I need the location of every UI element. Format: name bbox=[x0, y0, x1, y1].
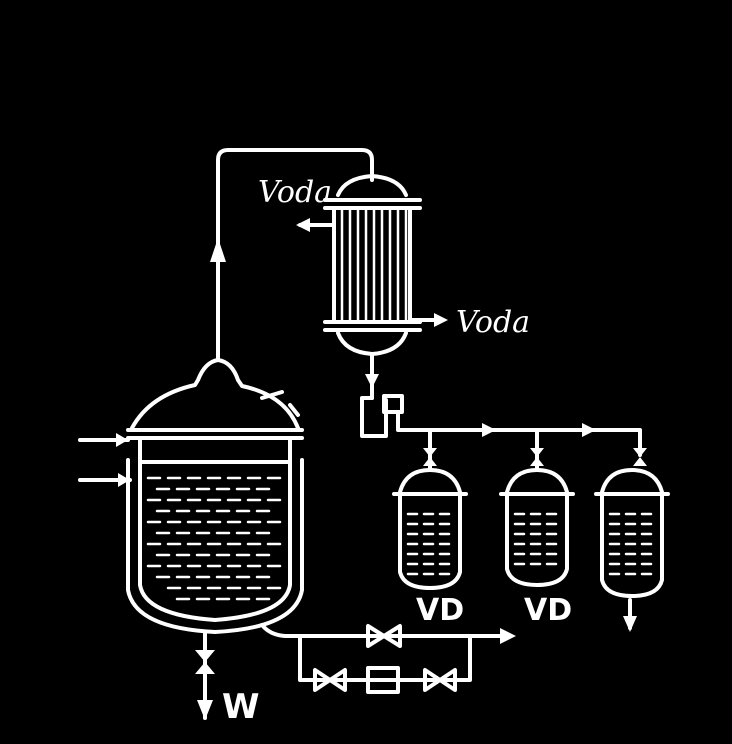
condenser-tubes bbox=[340, 206, 408, 324]
receiver-2 bbox=[499, 468, 575, 587]
receiver-head bbox=[398, 468, 462, 494]
main-valve-left-icon bbox=[366, 624, 386, 648]
bypass-valve-1a-icon bbox=[313, 668, 332, 692]
receiver-3 bbox=[594, 468, 670, 598]
condensate-line bbox=[360, 352, 642, 472]
reactor-inner-wall bbox=[138, 438, 292, 622]
reactor-liquid bbox=[146, 476, 282, 601]
condenser-top-head bbox=[336, 174, 408, 197]
bottom-outlet bbox=[195, 630, 215, 720]
distillate-header bbox=[396, 410, 642, 457]
u-seal bbox=[360, 396, 388, 438]
branch-valve-bottom-icon bbox=[530, 457, 544, 466]
bottom-valve-bottom-icon bbox=[195, 662, 215, 674]
header-arrow-1-icon bbox=[482, 423, 496, 437]
label-receiver-1: VD bbox=[416, 593, 464, 628]
receiver-3-outlet-arrow-icon bbox=[623, 616, 637, 632]
water-in-arrow-icon bbox=[296, 218, 310, 232]
condenser-bottom-head bbox=[336, 331, 408, 356]
receiver-head bbox=[600, 468, 664, 494]
vapour-arrow-icon bbox=[210, 238, 226, 262]
reactor-side-nozzle bbox=[260, 390, 300, 417]
branch-valves bbox=[423, 448, 647, 466]
bypass-valve-2b-icon bbox=[438, 668, 457, 692]
bypass-valve-2a-icon bbox=[423, 668, 442, 692]
bypass-loop bbox=[298, 634, 472, 682]
water-out-arrow-icon bbox=[434, 313, 448, 327]
reactor-jacket bbox=[126, 458, 304, 634]
branch-valve-bottom-icon bbox=[633, 457, 647, 466]
header-arrow-2-icon bbox=[582, 423, 596, 437]
reactor-vessel bbox=[126, 358, 304, 634]
inlet-arrow-upper-icon bbox=[116, 433, 128, 447]
vapour-pipe bbox=[216, 148, 374, 362]
label-water-in: Voda bbox=[258, 175, 332, 210]
bottom-outlet-arrow-icon bbox=[197, 700, 213, 720]
branch-valve-bottom-icon bbox=[423, 457, 437, 466]
receiver-head bbox=[505, 468, 569, 494]
jacket-outlet-manifold bbox=[260, 623, 516, 694]
branch-valve-top-icon bbox=[633, 448, 647, 457]
label-water-out: Voda bbox=[456, 305, 530, 340]
main-valve-right-icon bbox=[382, 624, 402, 648]
jacket-outlet-arrow-icon bbox=[500, 628, 516, 644]
receiver-1 bbox=[392, 468, 468, 590]
receiver-body bbox=[600, 494, 664, 598]
receiver-body bbox=[505, 494, 569, 587]
vapour-line bbox=[210, 148, 374, 362]
receiver-body bbox=[398, 494, 462, 590]
reactor-inlets bbox=[78, 433, 132, 487]
receivers bbox=[392, 468, 670, 598]
bottom-valve-top-icon bbox=[195, 650, 215, 662]
label-receiver-2: VD bbox=[524, 593, 572, 628]
branch-valve-top-icon bbox=[530, 448, 544, 457]
bypass-filter bbox=[366, 666, 400, 694]
label-bottom-outlet: W bbox=[222, 687, 260, 727]
separator-pot bbox=[382, 394, 404, 414]
bypass-valve-1b-icon bbox=[328, 668, 347, 692]
condensate-arrow-icon bbox=[365, 374, 379, 388]
inlet-arrow-lower-icon bbox=[118, 473, 130, 487]
branch-valve-top-icon bbox=[423, 448, 437, 457]
jacket-outlet-line bbox=[260, 623, 512, 638]
